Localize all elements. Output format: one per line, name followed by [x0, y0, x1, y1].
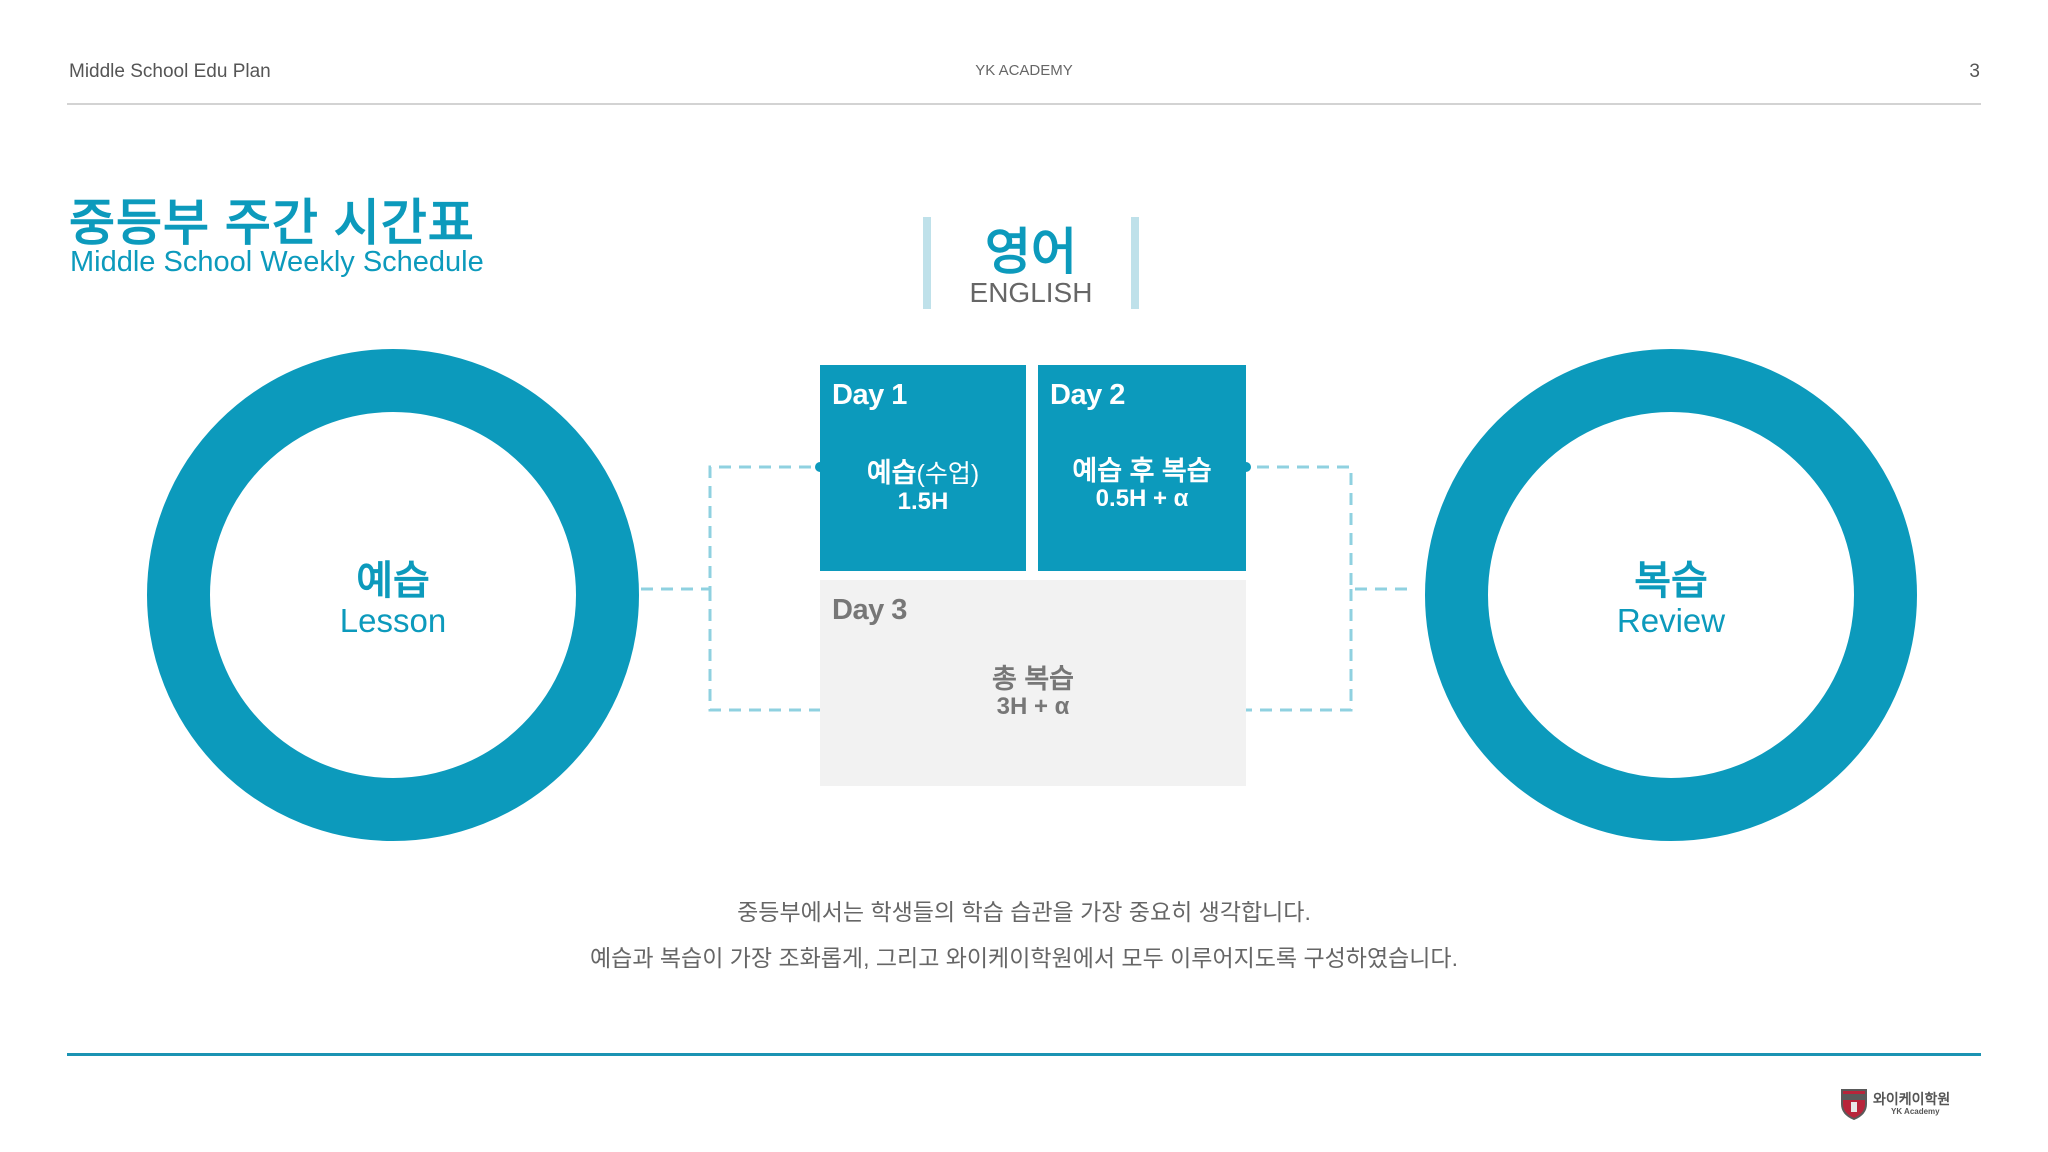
- logo-name-ko: 와이케이학원: [1873, 1091, 1951, 1107]
- day1-duration: 1.5H: [897, 488, 949, 515]
- day1-label: Day 1: [832, 379, 907, 411]
- day3-box: Day 3 총 복습 3H + α: [820, 580, 1246, 786]
- day1-activity-suffix: (수업): [916, 460, 980, 488]
- connector-left: [641, 465, 820, 712]
- description-line-2: 예습과 복습이 가장 조화롭게, 그리고 와이케이학원에서 모두 이루어지도록 …: [590, 945, 1458, 971]
- header-brand: YK ACADEMY: [975, 62, 1073, 79]
- header-doc-title: Middle School Edu Plan: [69, 61, 271, 82]
- page-number: 3: [1969, 61, 1980, 82]
- day3-duration: 3H + α: [996, 693, 1070, 720]
- day3-activity: 총 복습: [991, 664, 1075, 694]
- subject-subtitle: ENGLISH: [969, 277, 1093, 308]
- subject-title: 영어: [985, 224, 1077, 280]
- day2-activity: 예습 후 복습: [1072, 456, 1212, 486]
- footer-divider: [67, 1053, 1981, 1056]
- connector-right: [1246, 465, 1407, 712]
- review-label-en: Review: [1616, 602, 1726, 639]
- day1-activity-main: 예습: [866, 458, 917, 488]
- page-subtitle: Middle School Weekly Schedule: [70, 246, 484, 278]
- day2-duration: 0.5H + α: [1095, 485, 1189, 512]
- header-divider: [67, 103, 1981, 105]
- day3-label: Day 3: [832, 594, 907, 626]
- day2-label: Day 2: [1050, 379, 1125, 411]
- academy-crest-icon: [1841, 1089, 1867, 1120]
- lesson-label-en: Lesson: [339, 602, 447, 639]
- day2-box: Day 2 예습 후 복습 0.5H + α: [1038, 365, 1246, 571]
- lesson-label-ko: 예습: [356, 559, 430, 603]
- day1-box: Day 1 예습(수업) 1.5H: [820, 365, 1026, 571]
- page-title: 중등부 주간 시간표: [69, 195, 475, 251]
- day1-activity: 예습(수업): [820, 451, 1026, 490]
- description-line-1: 중등부에서는 학생들의 학습 습관을 가장 중요히 생각합니다.: [737, 899, 1311, 925]
- subject-bar-right: [1131, 217, 1139, 309]
- subject-bar-left: [923, 217, 931, 309]
- review-label-ko: 복습: [1634, 559, 1708, 603]
- logo-name-en: YK Academy: [1891, 1107, 1940, 1116]
